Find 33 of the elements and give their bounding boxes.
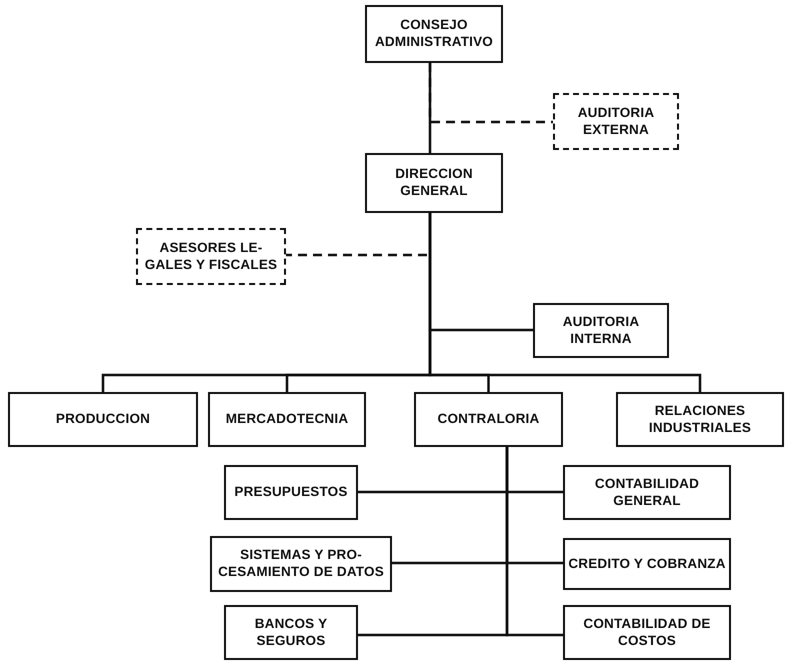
dashed-box	[553, 93, 679, 150]
org-box	[563, 465, 731, 520]
box-label: AUDITORIA INTERNA	[562, 314, 640, 348]
org-box	[8, 392, 198, 447]
box-label: RELACIONES INDUSTRIALES	[648, 402, 752, 436]
dashed-box	[136, 228, 286, 285]
org-box	[563, 538, 731, 590]
org-box	[224, 465, 358, 520]
box-label: DIRECCION GENERAL	[394, 166, 474, 200]
connector-line	[506, 447, 563, 636]
org-box	[533, 303, 669, 358]
box-label: CONTRALORIA	[438, 411, 540, 428]
box-label: CONTABILIDAD GENERAL	[594, 476, 700, 510]
box-label: ASESORES LE- GALES Y FISCALES	[144, 240, 278, 274]
box-label: BANCOS Y SEGUROS	[254, 616, 328, 650]
box-label: AUDITORIA EXTERNA	[576, 104, 656, 138]
box-label: CONSEJO ADMINISTRATIVO	[374, 17, 494, 51]
connector-line	[428, 213, 702, 392]
org-box	[224, 605, 358, 660]
dashed-connector	[428, 63, 553, 124]
org-box	[365, 5, 503, 63]
box-label: MERCADOTECNIA	[226, 411, 348, 428]
org-box	[414, 392, 563, 447]
box-label: CONTABILIDAD DE COSTOS	[582, 616, 712, 650]
org-box	[208, 392, 366, 447]
box-label: PRODUCCION	[56, 411, 150, 428]
org-box	[365, 153, 503, 213]
box-label: SISTEMAS Y PRO- CESAMIENTO DE DATOS	[217, 547, 385, 581]
box-label: CREDITO Y COBRANZA	[568, 556, 726, 572]
org-box	[616, 392, 784, 447]
org-box	[210, 536, 392, 592]
org-box	[563, 605, 731, 660]
box-label: PRESUPUESTOS	[234, 484, 348, 501]
